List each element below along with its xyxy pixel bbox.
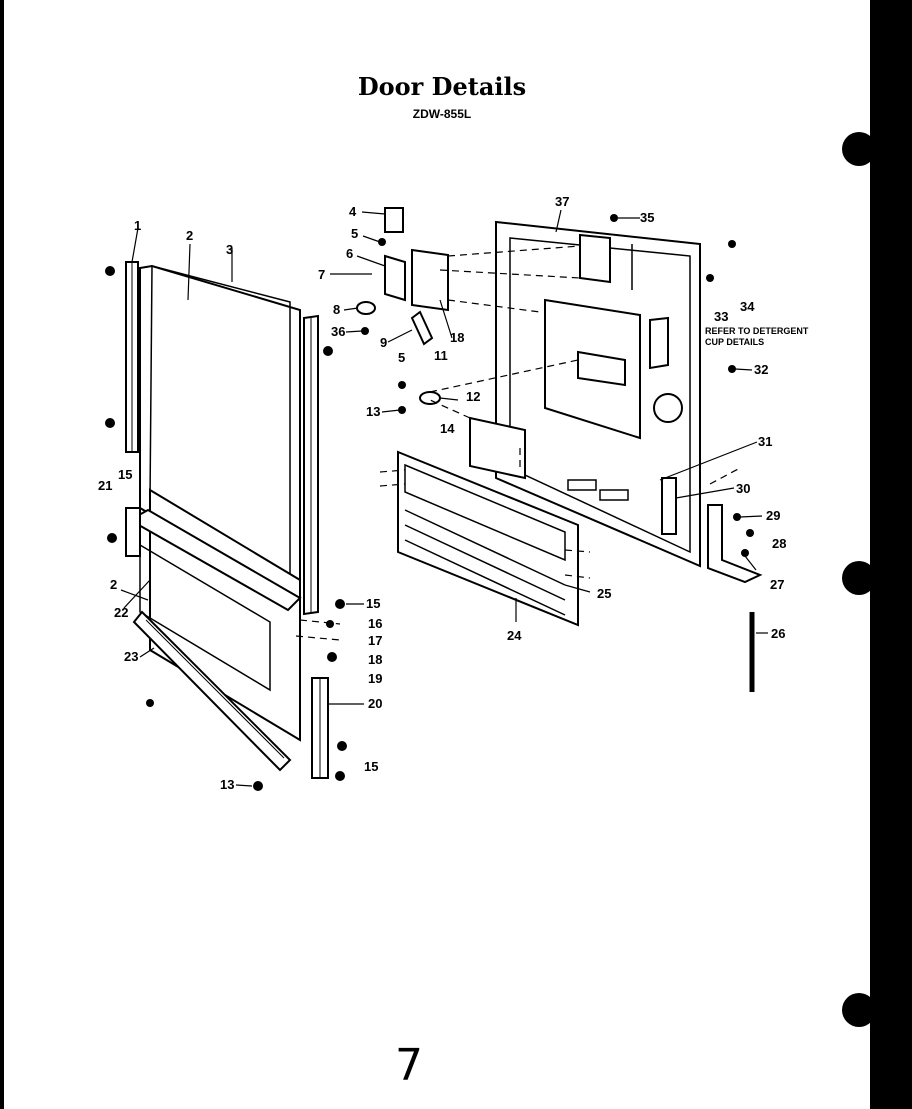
lower-kick-panel — [127, 488, 302, 742]
callout: 8 — [333, 302, 340, 317]
binder-hole — [842, 132, 876, 166]
callout: 23 — [124, 649, 138, 664]
callout: 18 — [450, 330, 464, 345]
binder-hole — [842, 561, 876, 595]
callout: 12 — [466, 389, 480, 404]
callout: 4 — [349, 204, 357, 219]
callout: 33 — [714, 309, 728, 324]
callout: 16 — [368, 616, 382, 631]
callout: 2 — [110, 577, 117, 592]
callout: 15 — [366, 596, 380, 611]
callout: 28 — [772, 536, 786, 551]
callout: 37 — [555, 194, 569, 209]
callout: 5 — [351, 226, 358, 241]
callout: 26 — [771, 626, 785, 641]
callout: 14 — [440, 421, 455, 436]
callout: 1 — [134, 218, 141, 233]
callout: 35 — [640, 210, 654, 225]
model-number: ZDW-855L — [412, 107, 472, 121]
binder-hole — [842, 993, 876, 1027]
bottom-channel — [132, 610, 292, 772]
end-bracket — [311, 677, 329, 779]
callout: 34 — [740, 299, 755, 314]
diagram-title: Door Details — [357, 72, 527, 101]
callout: 11 — [434, 348, 448, 363]
side-trim-left — [125, 261, 139, 453]
callout: 20 — [368, 696, 382, 711]
callout: 3 — [226, 242, 233, 257]
callout: 29 — [766, 508, 780, 523]
callout: 13 — [220, 777, 234, 792]
vent-rail-assembly — [397, 450, 579, 627]
callout: 30 — [736, 481, 750, 496]
callout: 21 — [98, 478, 112, 493]
callout: 6 — [346, 246, 353, 261]
callout: 13 — [366, 404, 380, 419]
callout: 7 — [318, 267, 325, 282]
callout: 19 — [368, 671, 382, 686]
callout: 31 — [758, 434, 772, 449]
callout: 24 — [507, 628, 522, 643]
callout: 2 — [186, 228, 193, 243]
callout: 17 — [368, 633, 382, 648]
callout: 22 — [114, 605, 128, 620]
detergent-cup-note: REFER TO DETERGENT CUP DETAILS — [705, 326, 809, 347]
callout: 25 — [597, 586, 611, 601]
callout: 27 — [770, 577, 784, 592]
callout: 15 — [118, 467, 132, 482]
callout: 15 — [364, 759, 378, 774]
callout: 36 — [331, 324, 345, 339]
callout: 5 — [398, 350, 405, 365]
callout: 18 — [368, 652, 382, 667]
callout: 9 — [380, 335, 387, 350]
side-trim-right — [303, 314, 319, 616]
page-number: 7 — [395, 1040, 423, 1091]
callout: 32 — [754, 362, 768, 377]
inner-door-liner — [495, 220, 701, 568]
